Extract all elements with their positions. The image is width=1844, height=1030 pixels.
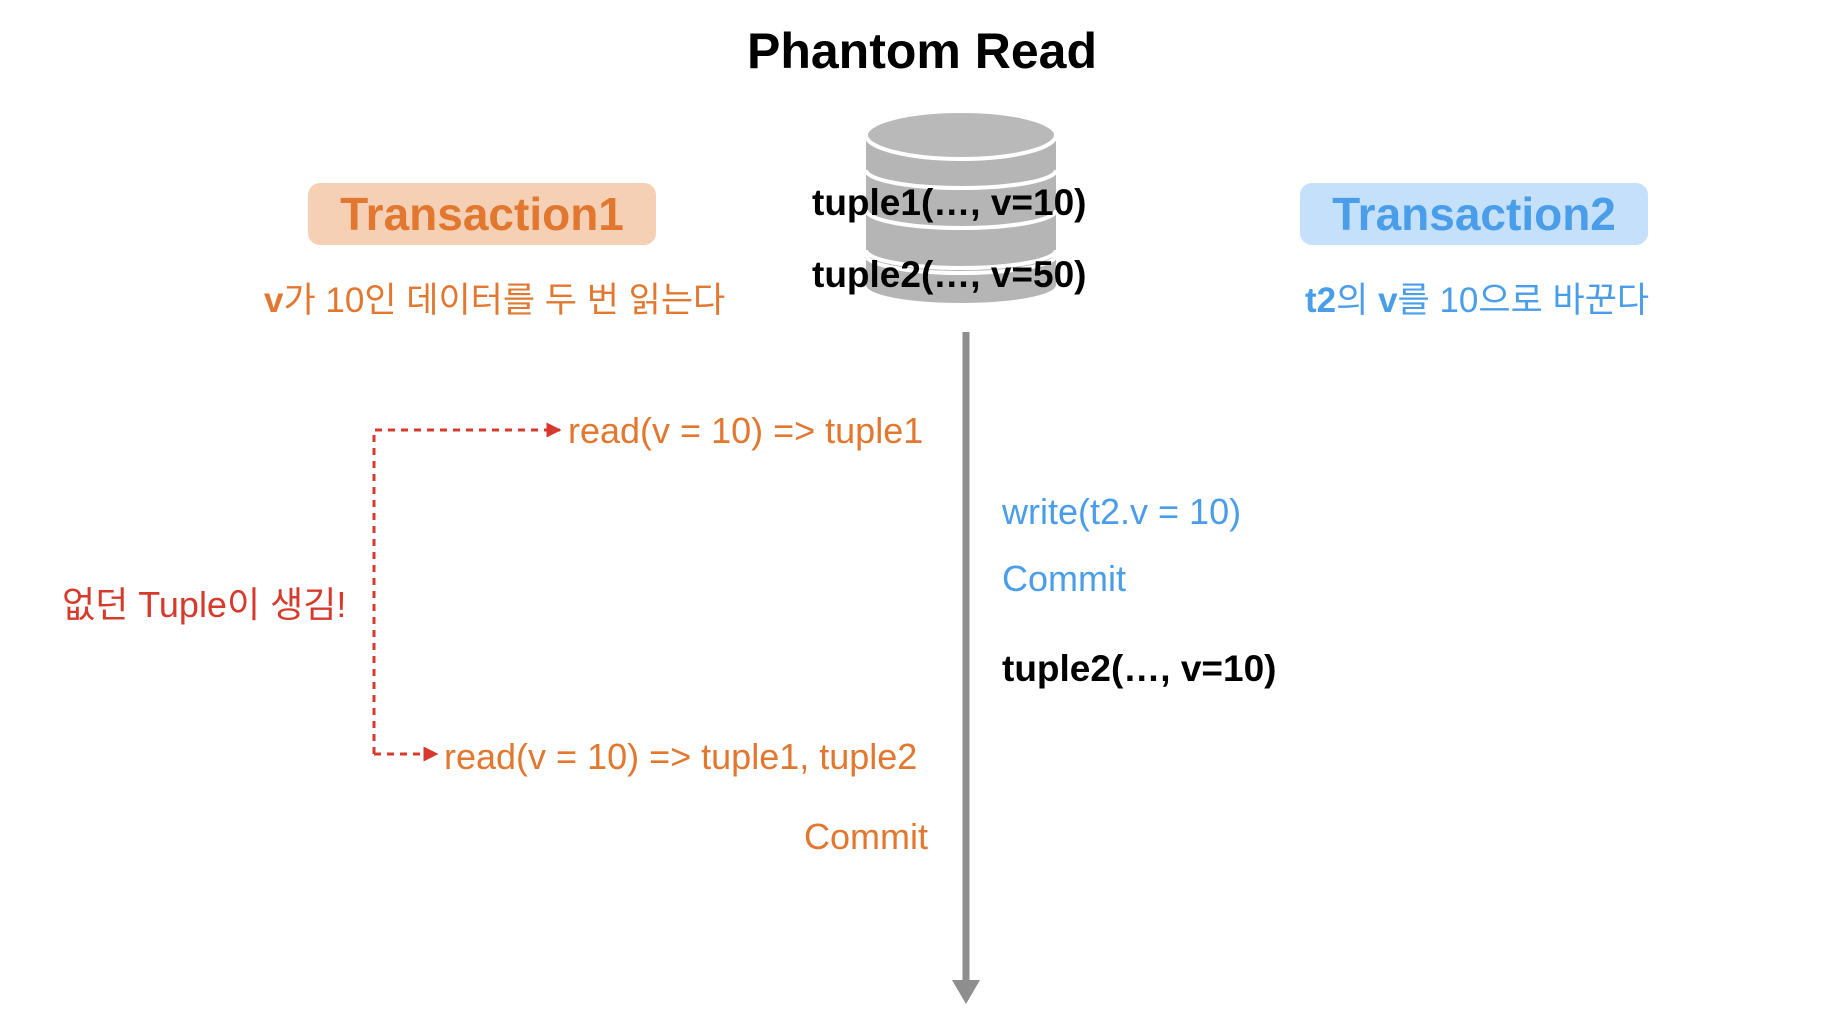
transaction2-description-b2: v [1378, 281, 1398, 320]
t1-op-read-second: read(v = 10) => tuple1, tuple2 [444, 736, 918, 777]
phantom-annotation: 없던 Tuple이 생김! [62, 584, 347, 625]
transaction1-description-bold: v [264, 281, 284, 320]
transaction2-description: t2의 v를 10으로 바꾼다 [1305, 272, 1649, 323]
transaction1-label: Transaction1 [308, 183, 656, 245]
diagram-title: Phantom Read [746, 23, 1098, 79]
transaction1-description: v가 10인 데이터를 두 번 읽는다 [264, 272, 725, 323]
db-tuple2-label: tuple2(…, v=50) [812, 254, 1087, 295]
transaction2-label: Transaction2 [1300, 183, 1648, 245]
t1-op-commit: Commit [804, 816, 928, 857]
t2-op-write: write(t2.v = 10) [1002, 491, 1242, 532]
transaction2-description-t1: 의 [1336, 281, 1379, 320]
transaction2-description-t2: 를 10으로 바꾼다 [1397, 281, 1650, 320]
phantom-annotation-arrows [372, 422, 562, 762]
db-tuple1-label: tuple1(…, v=10) [812, 182, 1087, 223]
timeline-arrow [952, 332, 980, 1004]
t2-op-commit: Commit [1002, 558, 1126, 599]
database-icon [864, 109, 1058, 303]
transaction2-description-b1: t2 [1305, 281, 1337, 320]
t2-result-tuple: tuple2(…, v=10) [1002, 648, 1277, 689]
transaction1-description-rest: 가 10인 데이터를 두 번 읽는다 [283, 281, 726, 320]
t1-op-read-first: read(v = 10) => tuple1 [568, 410, 924, 451]
